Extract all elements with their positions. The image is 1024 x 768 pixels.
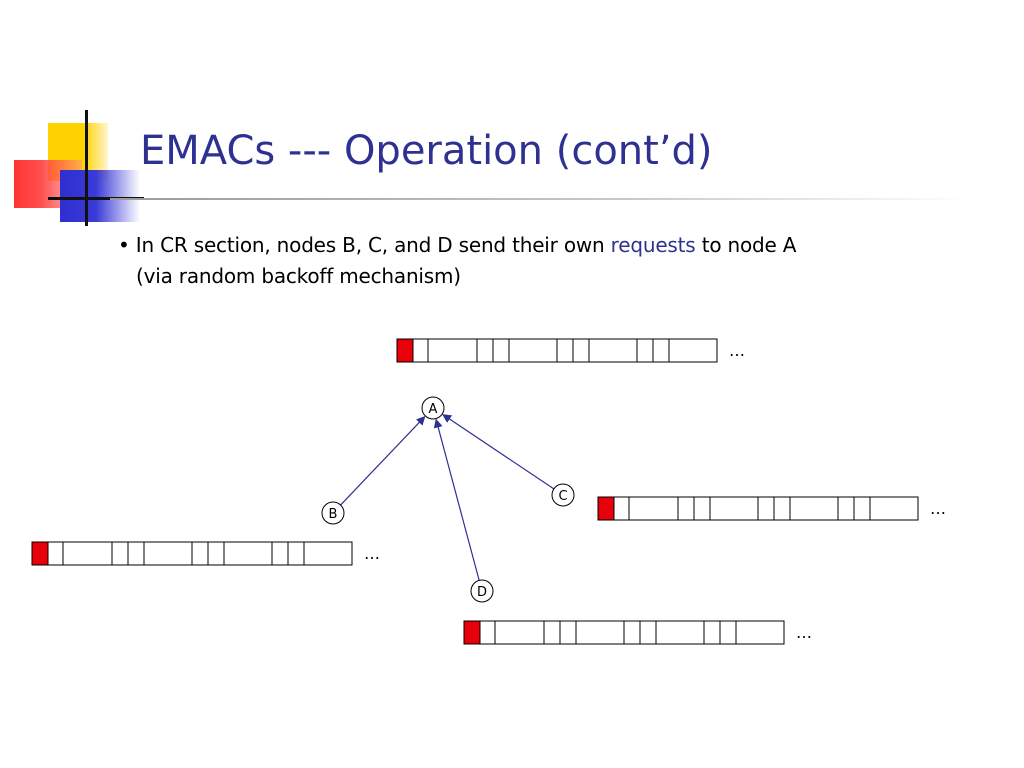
node-label: D xyxy=(477,585,487,600)
title-underline xyxy=(110,198,970,200)
edge-b-to-a xyxy=(340,415,426,506)
node-circle xyxy=(470,579,494,603)
bullet-text-after: to node A xyxy=(695,233,797,257)
node-label: A xyxy=(429,402,438,417)
timeline-continuation: … xyxy=(364,544,380,563)
timeline-b: … xyxy=(31,541,380,566)
decor-vertical-line xyxy=(85,110,88,226)
node-circle xyxy=(551,483,575,507)
decor-horizontal-line xyxy=(48,197,144,200)
node-label: C xyxy=(558,489,567,504)
node-label: B xyxy=(329,507,338,522)
node-d: D xyxy=(470,579,494,603)
node-circle xyxy=(421,396,445,420)
bullet-marker: • xyxy=(118,233,130,257)
timeline-c: … xyxy=(597,496,946,521)
bullet-highlight: requests xyxy=(610,233,696,257)
slide-title: EMACs --- Operation (cont’d) xyxy=(140,128,713,174)
active-slot xyxy=(463,620,481,645)
decor-blue-square xyxy=(60,170,140,222)
bullet-text-before: In CR section, nodes B, C, and D send th… xyxy=(135,233,611,257)
timeline-continuation: … xyxy=(796,623,812,642)
active-slot xyxy=(396,338,414,363)
timeline-a: … xyxy=(396,338,745,363)
active-slot xyxy=(597,496,615,521)
bullet-point: • In CR section, nodes B, C, and D send … xyxy=(118,230,938,292)
edge-d-to-a xyxy=(433,418,480,581)
timelines-layer: … … … … xyxy=(31,338,946,645)
node-c: C xyxy=(551,483,575,507)
node-b: B xyxy=(321,501,345,525)
bullet-line-2: (via random backoff mechanism) xyxy=(136,264,461,288)
node-a: A xyxy=(421,396,445,420)
node-circle xyxy=(321,501,345,525)
edges-layer xyxy=(340,414,555,581)
edge-c-to-a xyxy=(442,414,555,490)
timeline-continuation: … xyxy=(729,341,745,360)
timeline-d: … xyxy=(463,620,812,645)
timeline-continuation: … xyxy=(930,499,946,518)
nodes-layer: A B C D xyxy=(321,396,575,603)
active-slot xyxy=(31,541,49,566)
